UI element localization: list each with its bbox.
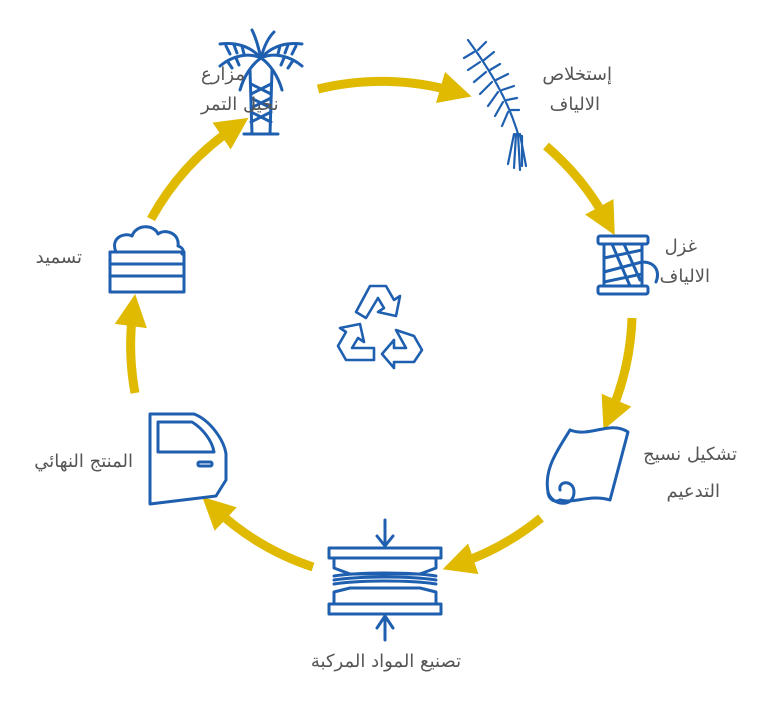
label-fabric-line2: التدعيم: [666, 481, 720, 502]
arrow-product-to-compost: [114, 293, 147, 394]
label-spin-line1: غزل: [665, 236, 697, 257]
label-palm-line2: نخيل التمر: [200, 94, 279, 115]
label-extract-line2: الالياف: [550, 94, 600, 115]
fiber-spool-icon: [596, 234, 659, 296]
arrow-compost-to-palm: [147, 117, 249, 222]
label-product: المنتج النهائي: [34, 451, 133, 472]
date-palm-icon: [218, 28, 304, 136]
compost-bin-icon: [108, 225, 186, 294]
palm-frond-icon: [462, 38, 528, 172]
arrow-extract-to-spin: [543, 142, 615, 236]
label-compost: تسميد: [36, 247, 82, 268]
arrow-fabric-to-composite: [442, 514, 544, 575]
fabric-roll-icon: [545, 426, 630, 505]
press-mold-icon: [327, 518, 443, 642]
label-composite: تصنيع المواد المركبة: [311, 651, 461, 672]
arrow-palm-to-extract: [316, 71, 472, 104]
label-spin-line2: الالياف: [660, 266, 710, 287]
label-palm-line1: مزارع: [201, 64, 245, 85]
arrow-spin-to-fabric: [601, 317, 637, 430]
label-extract-line1: إستخلاص: [542, 64, 612, 85]
label-fabric-line1: تشكيل نسيج: [643, 444, 737, 465]
recycle-icon: [336, 284, 424, 370]
arrow-composite-to-product: [202, 496, 315, 572]
cycle-arrows: [114, 71, 637, 575]
car-door-icon: [148, 412, 228, 506]
stage-labels: مزارع نخيل التمر إستخلاص الالياف غزل الا…: [34, 64, 737, 672]
